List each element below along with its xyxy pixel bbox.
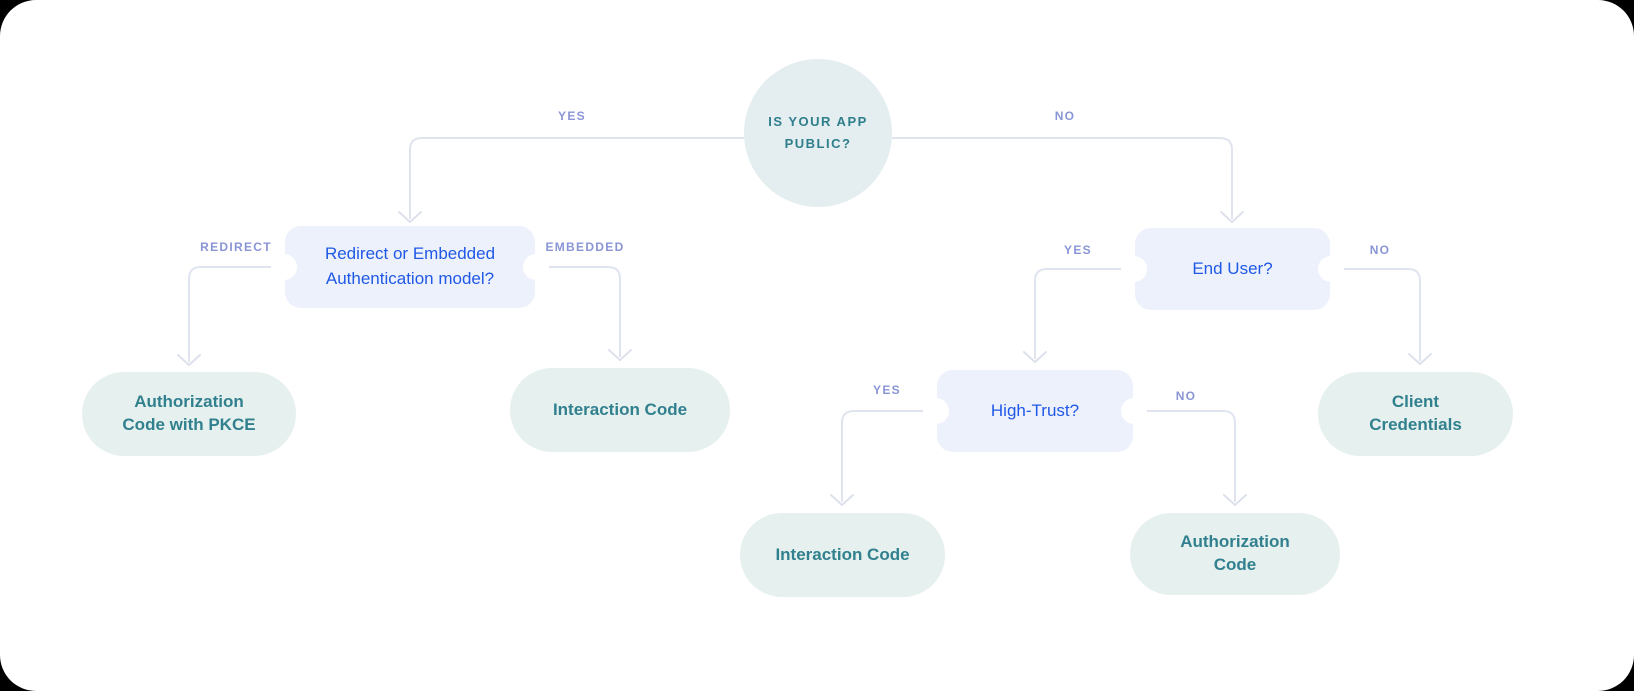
edge-hightrust-no [1133, 410, 1247, 506]
edge-root-yes [398, 137, 744, 223]
edge-model-redirect [177, 266, 285, 366]
node-redirect-or-embedded-model: Redirect or Embedded Authentication mode… [285, 226, 535, 308]
edge-enduser-no [1330, 268, 1432, 365]
node-is-your-app-public: IS YOUR APP PUBLIC? [744, 59, 892, 207]
edge-model-embedded [535, 266, 632, 361]
node-authorization-code: Authorization Code [1130, 513, 1340, 595]
node-authorization-code-with-pkce: Authorization Code with PKCE [82, 372, 296, 456]
edge-root-no [892, 137, 1244, 223]
edge-label-enduser-yes: YES [1064, 243, 1092, 257]
edge-enduser-yes [1023, 268, 1135, 363]
edge-hightrust-yes [830, 410, 937, 506]
node-client-credentials: Client Credentials [1318, 372, 1513, 456]
node-end-user: End User? [1135, 228, 1330, 310]
edge-label-hightrust-yes: YES [873, 383, 901, 397]
node-interaction-code-left: Interaction Code [510, 368, 730, 452]
edge-label-enduser-no: NO [1369, 243, 1391, 257]
edge-label-root-no: NO [1054, 109, 1076, 123]
edge-label-hightrust-no: NO [1175, 389, 1197, 403]
node-high-trust: High-Trust? [937, 370, 1133, 452]
edge-label-redirect: REDIRECT [200, 240, 272, 254]
edge-label-root-yes: YES [558, 109, 586, 123]
edge-label-embedded: EMBEDDED [545, 240, 625, 254]
node-interaction-code-bottom: Interaction Code [740, 513, 945, 597]
